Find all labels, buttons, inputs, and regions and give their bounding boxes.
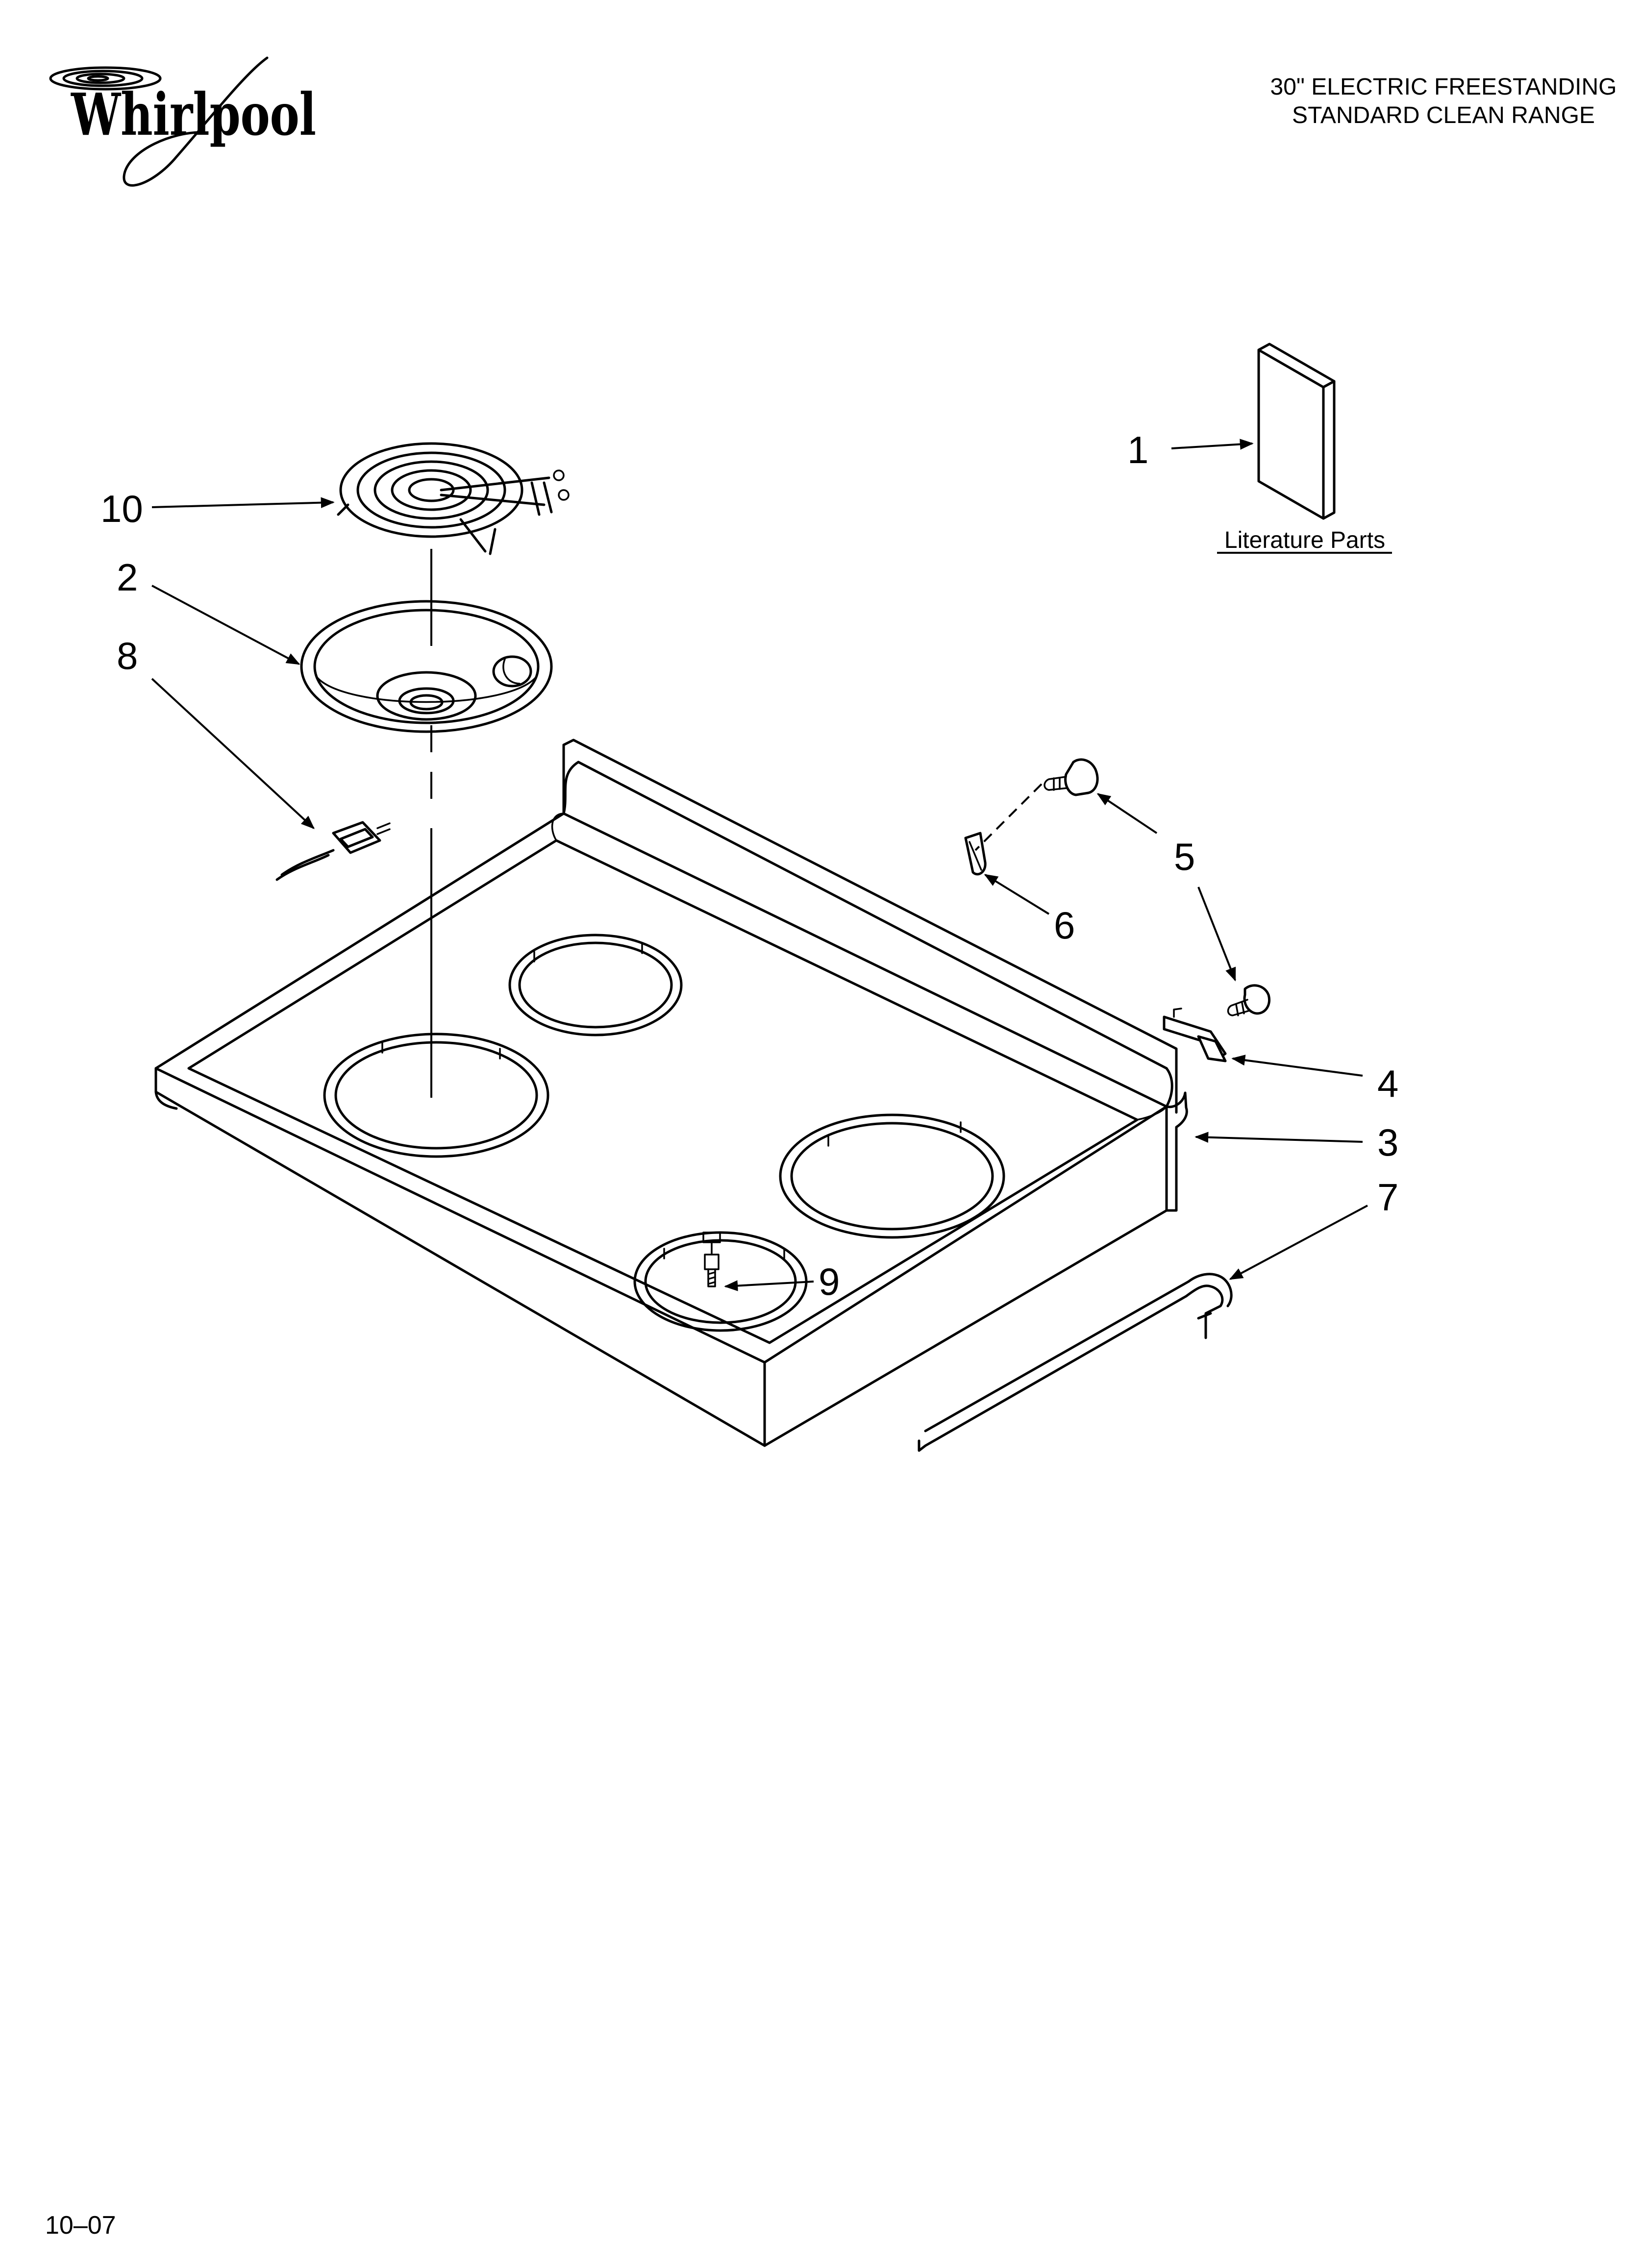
cooktop-support-rod <box>918 1273 1233 1452</box>
screw-lower <box>1227 984 1270 1016</box>
burner-opening-rear-right <box>633 1231 808 1332</box>
burner-opening-front-right <box>779 1113 1005 1239</box>
burner-screw <box>702 1232 721 1287</box>
callout-leaders <box>151 439 1368 1291</box>
callout-6: 6 <box>1054 904 1075 947</box>
leader-5-upper <box>1096 793 1158 834</box>
callout-3: 3 <box>1377 1121 1398 1164</box>
callout-10: 10 <box>100 487 143 530</box>
title-line-1: 30" ELECTRIC FREESTANDING <box>1270 74 1617 100</box>
burner-opening-front-left <box>323 1033 549 1158</box>
burner-opening-rear-left <box>508 934 683 1036</box>
literature-parts-booklet <box>1257 343 1336 520</box>
leader-5-lower <box>1197 887 1236 982</box>
callout-4: 4 <box>1377 1062 1398 1105</box>
leader-4 <box>1231 1055 1363 1077</box>
callout-1: 1 <box>1127 428 1148 471</box>
whirlpool-swirl-icon <box>49 66 162 91</box>
callout-9: 9 <box>819 1260 840 1303</box>
mounting-bracket <box>1163 1008 1227 1062</box>
logo-swash <box>123 56 269 187</box>
callout-2: 2 <box>117 556 138 599</box>
callout-5: 5 <box>1174 835 1195 878</box>
leader-9 <box>724 1280 814 1291</box>
drip-bowl <box>300 600 553 733</box>
callout-7: 7 <box>1377 1176 1398 1219</box>
title-line-2: STANDARD CLEAN RANGE <box>1292 102 1595 128</box>
leader-2 <box>151 585 300 665</box>
leader-6 <box>984 874 1050 915</box>
screw-to-clip-dashline <box>974 783 1043 851</box>
leader-3 <box>1194 1132 1363 1143</box>
leader-7 <box>1229 1205 1368 1280</box>
leader-1 <box>1171 439 1254 450</box>
leader-10 <box>151 497 335 508</box>
retaining-clip <box>964 832 987 876</box>
terminal-wire <box>275 821 391 881</box>
literature-parts-label: Literature Parts <box>1224 527 1385 553</box>
surface-element-coil <box>337 442 570 555</box>
whirlpool-logo: Whirlpool <box>49 56 316 187</box>
leader-8 <box>151 678 315 829</box>
callout-8: 8 <box>117 634 138 677</box>
callout-numbers: 1 2 3 4 5 6 7 8 9 10 <box>100 428 1398 1303</box>
cooktop <box>154 739 1188 1447</box>
diagram-title: 30" ELECTRIC FREESTANDING STANDARD CLEAN… <box>1270 74 1617 128</box>
screw-upper <box>1044 758 1099 796</box>
footer-code: 10–07 <box>45 2211 116 2240</box>
